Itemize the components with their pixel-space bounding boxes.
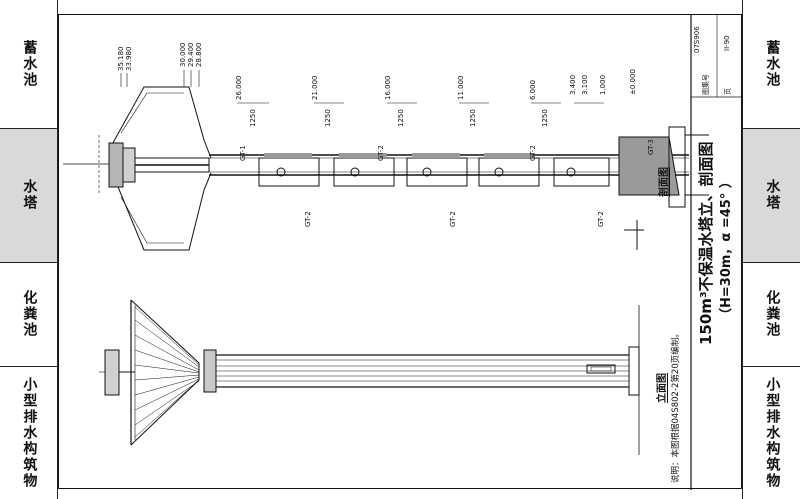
elevation-label: 16.000: [384, 75, 392, 101]
dimension-label: 1250: [324, 109, 332, 127]
elevation-label: 1.000: [599, 74, 607, 95]
dimension-label: 1250: [249, 109, 257, 127]
side-tab-water-tower[interactable]: 水塔: [0, 128, 58, 262]
section-view: [63, 86, 709, 251]
elevation-label: 3.100: [581, 74, 589, 95]
drawing-sheet: 35.180 33.980 30.000 29.400 28.800 26.00…: [58, 14, 743, 490]
side-tab-reservoir-right[interactable]: 蓄水池: [742, 0, 800, 128]
dimension-label: 1250: [397, 109, 405, 127]
drawing-note: 说明：本图根据04S802-2第20页编制。: [671, 329, 681, 483]
elevation-label: 29.400: [187, 42, 195, 68]
elevation-label: 11.000: [457, 75, 465, 101]
elevation-label: 35.180: [117, 46, 125, 72]
elevation-view-caption: 立面图: [657, 373, 668, 403]
beam-label: GT-1: [239, 145, 247, 161]
dimension-label: 1250: [541, 109, 549, 127]
elevation-label: 6.000: [529, 79, 537, 100]
elevation-label: 26.000: [235, 75, 243, 101]
side-tab-small-drainage-right[interactable]: 小型排水构筑物: [742, 366, 800, 499]
tab-divider: [0, 366, 58, 367]
elevation-label: 28.800: [195, 42, 203, 68]
beam-label: GT-2: [597, 211, 605, 227]
tab-divider: [0, 262, 58, 263]
side-tab-septic-tank[interactable]: 化粪池: [0, 262, 58, 366]
beam-label: GT-2: [449, 211, 457, 227]
elevation-view: [99, 299, 640, 455]
drawing-title: 150m³不保温水塔立、剖面图: [697, 141, 715, 345]
side-tab-small-drainage[interactable]: 小型排水构筑物: [0, 366, 58, 499]
side-tab-reservoir[interactable]: 蓄水池: [0, 0, 58, 128]
page-number: II-90: [723, 35, 731, 51]
beam-label: GT-2: [304, 211, 312, 227]
drawing-subtitle: （H=30m，α =45° ）: [719, 175, 734, 321]
section-view-caption: 剖面图: [659, 167, 670, 197]
tab-divider: [0, 128, 58, 129]
beam-label: GT-2: [377, 145, 385, 161]
side-tab-septic-tank-right[interactable]: 化粪池: [742, 262, 800, 366]
elevation-label: 21.000: [311, 75, 319, 101]
atlas-number-label: 图集号: [702, 74, 710, 95]
elevation-label: ±0.000: [629, 69, 637, 95]
dimension-label: 1250: [469, 109, 477, 127]
atlas-number: 07S906: [693, 26, 701, 53]
tab-divider: [742, 366, 800, 367]
side-tab-water-tower-right[interactable]: 水塔: [742, 128, 800, 262]
elevation-label: 3.400: [569, 74, 577, 95]
page-number-label: 页: [724, 88, 732, 95]
elevation-label: 33.980: [125, 46, 133, 72]
elevation-markers: [120, 70, 604, 104]
beam-label: GT-3: [647, 139, 655, 155]
tab-divider: [742, 128, 800, 129]
tab-divider: [742, 262, 800, 263]
elevation-label: 30.000: [179, 42, 187, 68]
drawing-canvas: [63, 15, 743, 490]
beam-label: GT-2: [529, 145, 537, 161]
